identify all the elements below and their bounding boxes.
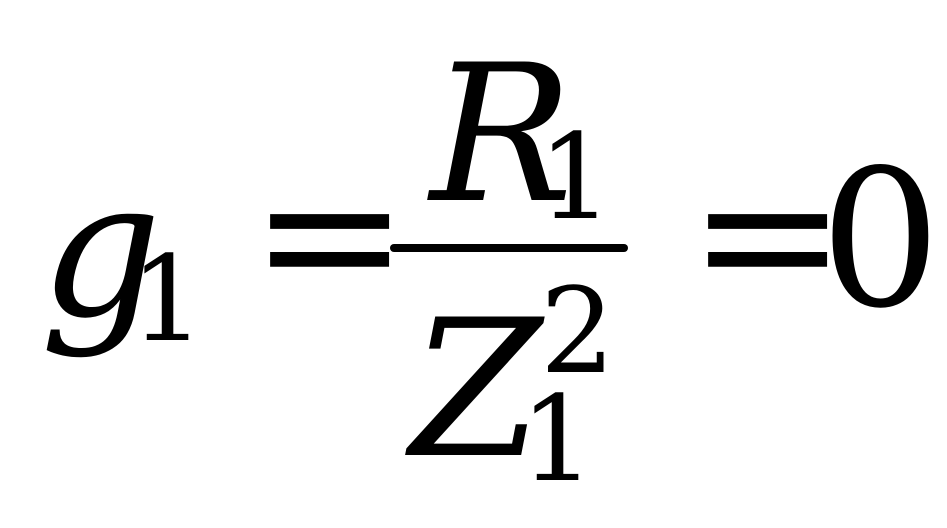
equals-sign-1: = bbox=[250, 124, 410, 345]
denominator-superscript: 2 bbox=[540, 262, 616, 400]
lhs-symbol-g: g bbox=[40, 139, 162, 360]
numerator-subscript: 1 bbox=[538, 108, 614, 246]
fraction-bar bbox=[390, 244, 628, 252]
lhs-subscript: 1 bbox=[130, 230, 206, 368]
denominator-symbol-z: Z bbox=[410, 279, 543, 500]
numerator-symbol-r: R bbox=[430, 24, 574, 245]
denominator-subscript: 1 bbox=[520, 370, 596, 508]
equals-sign-2: = bbox=[688, 124, 848, 345]
result-zero: 0 bbox=[820, 129, 941, 350]
